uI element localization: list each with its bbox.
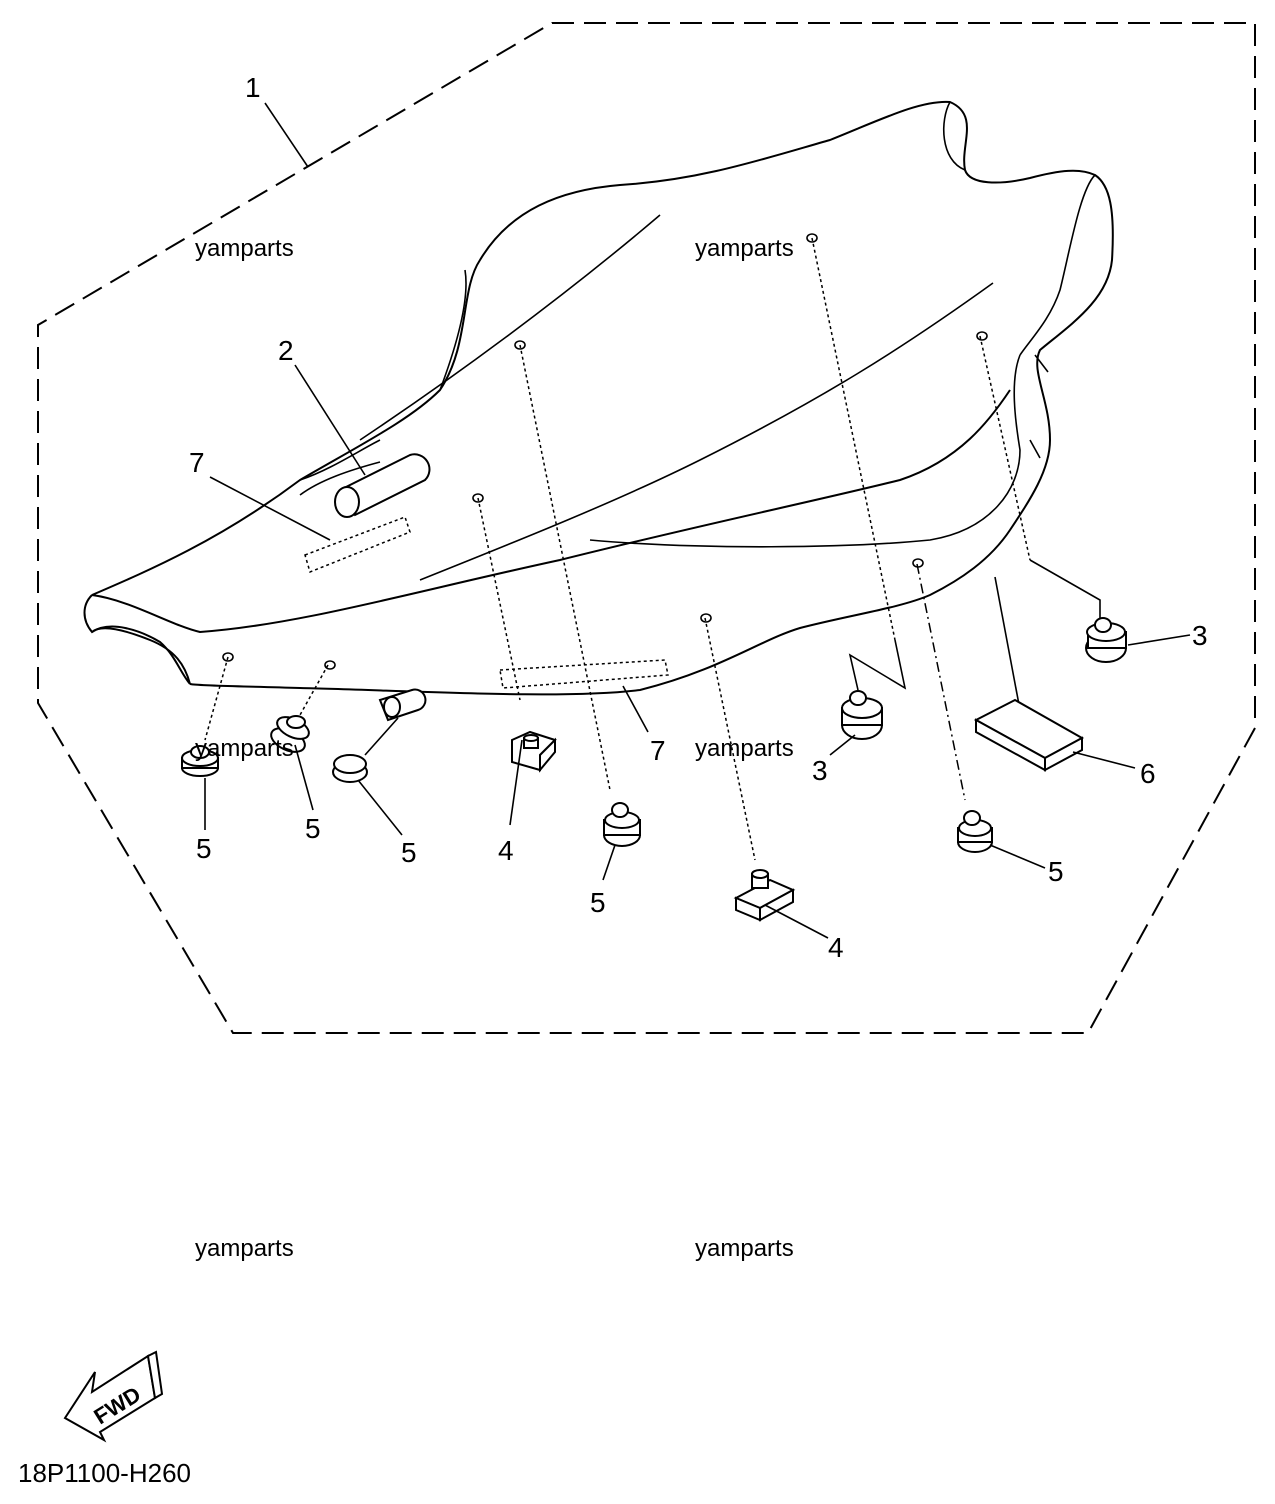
part-3-damper-right bbox=[1085, 617, 1127, 663]
callout-3-right: 3 bbox=[1192, 620, 1208, 651]
assembly-boundary bbox=[37, 22, 1256, 1034]
callout-5-b: 5 bbox=[305, 813, 321, 844]
callout-7-upper: 7 bbox=[189, 447, 205, 478]
part-4-bracket-center bbox=[511, 730, 557, 773]
part-5-grommet-1 bbox=[181, 745, 219, 777]
callout-6: 6 bbox=[1140, 758, 1156, 789]
part-3-damper-center bbox=[841, 690, 883, 740]
mounting-holes bbox=[222, 233, 988, 670]
seat-body bbox=[83, 100, 1114, 696]
part-7-strip-lower bbox=[499, 659, 669, 689]
watermark: yamparts bbox=[195, 735, 294, 762]
callout-1: 1 bbox=[245, 72, 261, 103]
part-2-tube bbox=[299, 453, 431, 518]
callout-5-d: 5 bbox=[590, 887, 606, 918]
callout-5-a: 5 bbox=[196, 833, 212, 864]
part-6-pad bbox=[973, 698, 1085, 772]
part-5-grommet-5 bbox=[957, 810, 993, 853]
fwd-arrow-icon: FWD bbox=[63, 1350, 164, 1443]
callout-7-lower: 7 bbox=[650, 735, 666, 766]
leader-lines bbox=[204, 102, 1191, 939]
callout-5-c: 5 bbox=[401, 837, 417, 868]
part-7-strip-upper bbox=[304, 516, 411, 574]
callout-2: 2 bbox=[278, 335, 294, 366]
part-5-grommet-2 bbox=[270, 715, 310, 753]
drawing-code: 18P1100-H260 bbox=[18, 1458, 191, 1488]
watermark: yamparts bbox=[195, 1235, 294, 1262]
callout-4-right: 4 bbox=[828, 932, 844, 963]
part-5-grommet-3 bbox=[332, 688, 427, 783]
watermark: yamparts bbox=[195, 235, 294, 262]
callout-5-e: 5 bbox=[1048, 856, 1064, 887]
projection-lines bbox=[204, 237, 1101, 861]
watermark: yamparts bbox=[695, 235, 794, 262]
watermark: yamparts bbox=[695, 1235, 794, 1262]
part-5-grommet-4 bbox=[603, 802, 641, 847]
callout-3-center: 3 bbox=[812, 755, 828, 786]
callout-4-center: 4 bbox=[498, 835, 514, 866]
watermark: yamparts bbox=[695, 735, 794, 762]
part-4-bracket-right bbox=[733, 869, 796, 922]
